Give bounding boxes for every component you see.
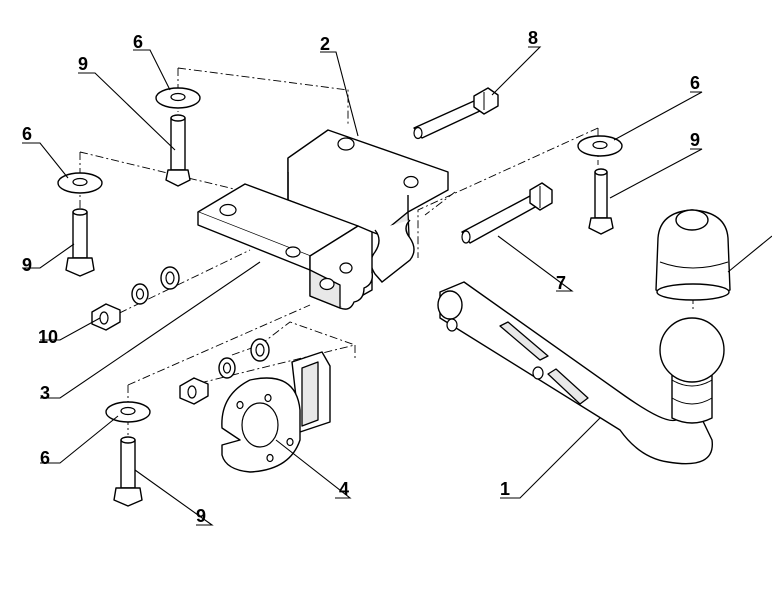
callout-6-right: 6 (690, 73, 700, 93)
callout-9-right: 9 (690, 130, 700, 150)
towbar-part-1 (437, 281, 725, 465)
callout-6-bottom: 6 (40, 448, 50, 468)
callout-6-left: 6 (22, 124, 32, 144)
nut-washer-set-bottom (179, 338, 270, 405)
bolt-part-9-top (165, 114, 191, 187)
callout-3: 3 (40, 383, 50, 403)
bracket-part-2 (287, 129, 449, 283)
leader-lines (22, 46, 772, 526)
ball-cap (655, 209, 731, 301)
socket-plate-part-4 (221, 351, 331, 473)
callout-7: 7 (556, 273, 566, 293)
washer-part-6-right (577, 135, 623, 157)
bolt-part-9-left (65, 208, 95, 277)
bolt-part-9-bottom (113, 436, 143, 507)
callout-9-left: 9 (22, 255, 32, 275)
bolt-part-9-right (588, 168, 614, 235)
callout-2: 2 (320, 34, 330, 54)
bracket-part-3 (197, 183, 374, 310)
washer-part-6-bottom (105, 401, 151, 423)
bolt-part-7 (461, 182, 553, 244)
callout-9-bottom: 9 (196, 506, 206, 526)
callout-1: 1 (500, 479, 510, 499)
callout-4: 4 (339, 479, 349, 499)
callout-labels: 6 9 2 8 6 9 6 9 10 3 6 9 4 7 1 (22, 28, 700, 526)
callout-10: 10 (38, 327, 58, 347)
callout-8: 8 (528, 28, 538, 48)
callout-6-top-left: 6 (133, 32, 143, 52)
nut-washer-set-left (91, 266, 180, 331)
callout-9-top-left: 9 (78, 54, 88, 74)
bolt-part-8 (413, 87, 499, 140)
washer-part-6-top-left (155, 87, 201, 109)
washer-part-6-left (57, 172, 103, 194)
